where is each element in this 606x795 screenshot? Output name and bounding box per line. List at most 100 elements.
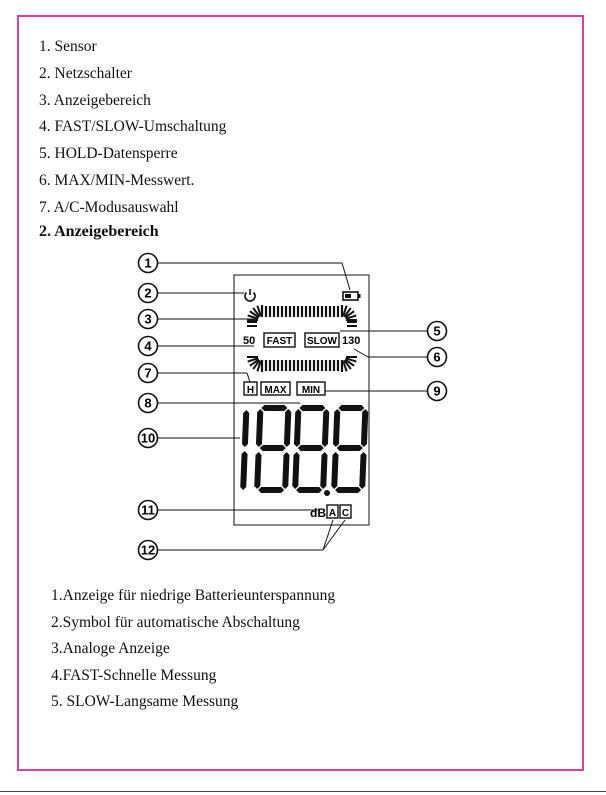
list-item: 6. MAX/MIN-Messwert.: [39, 171, 195, 189]
callout-11: 11: [137, 499, 159, 521]
digit-segment-b: [283, 409, 292, 447]
digit-segment-d: [335, 487, 362, 493]
bargraph-corner-segment: [344, 358, 355, 367]
callout-1: 1: [137, 252, 159, 274]
digit-segment-a: [299, 405, 326, 411]
callout-9: 9: [426, 380, 448, 402]
bargraph-corner-segment: [342, 360, 348, 372]
callout-5: 5: [426, 320, 448, 342]
callout-number: 2: [144, 286, 151, 301]
callout-number: 6: [433, 350, 440, 365]
bargraph-corner-segment: [247, 314, 259, 320]
digit-segment-e: [254, 452, 262, 489]
bargraph-corner-segment: [344, 310, 355, 319]
digit-one-upper: [241, 410, 250, 447]
list-item: 3. Anzeigebereich: [39, 91, 151, 109]
callout-number: 5: [433, 324, 440, 339]
hold-label: H: [247, 385, 254, 396]
display-legend-list: 1.Anzeige für niedrige Batterieunterspan…: [51, 583, 335, 716]
callout-number: 1: [144, 256, 151, 271]
callout-number: 7: [144, 366, 151, 381]
bottom-rule: [0, 791, 606, 792]
mode-c-box: [339, 504, 352, 519]
list-item: 1. Sensor: [39, 38, 97, 55]
mode-c-label: C: [342, 508, 349, 519]
list-item: 7. A/C-Modusauswahl: [39, 198, 179, 216]
digit-segment-c: [320, 452, 328, 489]
min-label: MIN: [302, 385, 320, 396]
list-item: 2. Netzschalter: [39, 64, 132, 82]
callout-number: 11: [141, 503, 155, 518]
digit-segment-f: [332, 409, 341, 447]
decimal-point: [324, 490, 330, 496]
digit-segment-b: [360, 409, 369, 447]
mode-a-box: [326, 504, 339, 519]
bargraph-corner-segment: [342, 305, 348, 317]
list-item: 2.Symbol für automatische Abschaltung: [51, 613, 300, 631]
bargraph-corner-segment: [247, 357, 259, 363]
list-item: 5. SLOW-Langsame Messung: [51, 693, 239, 711]
min-box: [296, 381, 326, 396]
digit-one-lower: [240, 451, 248, 490]
callout-10: 10: [137, 427, 159, 449]
bargraph-corner-segment: [256, 360, 262, 372]
page-frame: [17, 15, 584, 771]
unit-db-label: dB: [310, 506, 326, 520]
max-box: [260, 381, 291, 396]
slow-box: [304, 332, 340, 348]
fast-box: [263, 332, 296, 348]
battery-icon: [342, 291, 361, 301]
callout-number: 4: [144, 339, 152, 354]
callout-number: 3: [144, 312, 151, 327]
mode-a-label: A: [329, 508, 336, 519]
max-label: MAX: [264, 385, 287, 396]
leader-lines: [158, 262, 427, 551]
bargraph-corner-segment: [343, 307, 352, 318]
list-item: 5. HOLD-Datensperre: [39, 145, 178, 163]
bargraph-corner-segment: [249, 358, 260, 367]
callout-2: 2: [137, 282, 159, 304]
power-icon: [244, 289, 256, 302]
callout-12: 12: [137, 539, 159, 561]
digit-segment-b: [321, 409, 330, 447]
analog-bargraph: [247, 305, 357, 372]
lcd-panel: [233, 274, 370, 526]
callout-6: 6: [426, 346, 448, 368]
digit-segment-c: [359, 452, 367, 489]
callout-4: 4: [137, 335, 159, 357]
digit-segment-g: [259, 445, 286, 451]
callout-7: 7: [137, 362, 159, 384]
fast-label: FAST: [267, 336, 293, 347]
bargraph-corner-segment: [345, 314, 357, 320]
callout-number: 9: [433, 384, 440, 399]
callout-3: 3: [137, 308, 159, 330]
list-item: 3.Analoge Anzeige: [51, 640, 170, 658]
list-item: 1.Anzeige für niedrige Batterieunterspan…: [51, 587, 336, 604]
scale-min-label: 50: [243, 335, 255, 347]
feature-list: 1. Sensor 2. Netzschalter 3. Anzeigebere…: [39, 34, 226, 222]
callout-number: 8: [144, 396, 151, 411]
digit-segment-c: [282, 452, 290, 489]
digit-segment-d: [296, 487, 323, 493]
callout-number: 10: [141, 431, 155, 446]
section-heading: 2. Anzeigebereich: [39, 223, 159, 240]
slow-label: SLOW: [307, 336, 338, 347]
callout-8: 8: [137, 392, 159, 414]
callout-number: 12: [141, 543, 155, 558]
digit-segment-e: [292, 452, 300, 489]
bargraph-corner-segment: [256, 305, 262, 317]
list-item: 4.FAST-Schnelle Messung: [51, 666, 217, 684]
digit-segment-d: [258, 487, 285, 493]
seven-segment-display: [240, 405, 369, 496]
bargraph-corner-segment: [343, 359, 352, 370]
bargraph-corner-segment: [249, 310, 260, 319]
digit-segment-a: [261, 405, 288, 411]
digit-segment-g: [297, 445, 324, 451]
bargraph-corner-segment: [345, 357, 357, 363]
scale-max-label: 130: [342, 335, 360, 347]
digit-segment-f: [293, 409, 302, 447]
bargraph-corner-segment: [252, 307, 261, 318]
bargraph-corner-segment: [252, 359, 261, 370]
